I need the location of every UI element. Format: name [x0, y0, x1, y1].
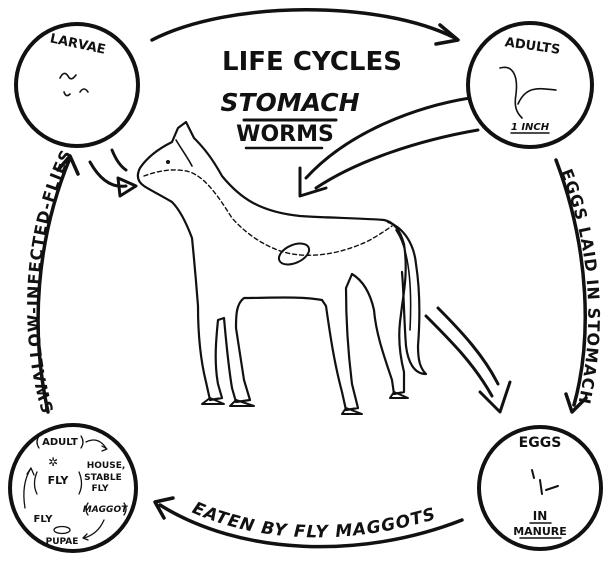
fly-cycle-lower-fly-label: FLY	[34, 514, 54, 525]
pupa-icon	[54, 527, 70, 534]
left-arc-label-text: SWALLOW-INFECTED-FLIES	[24, 146, 76, 415]
larvae-worm	[60, 73, 76, 78]
title-line-3: WORMS	[236, 122, 334, 147]
horse-outline	[138, 122, 406, 410]
horse-eye	[166, 160, 170, 164]
adult-worm	[500, 67, 522, 118]
larvae-label: LARVAE	[49, 31, 107, 57]
fly-cycle-species-label: FLY	[92, 484, 109, 494]
fly-cycle-maggot-label: MAGGOT	[83, 505, 128, 515]
adults-scale-label: 1 INCH	[511, 122, 550, 133]
adult-worm	[518, 89, 556, 104]
horse-tail	[388, 222, 426, 374]
fly-cycle-stable-label: STABLE	[84, 473, 122, 483]
fly-icon: ✲	[48, 455, 58, 469]
adults-label: ADULTS	[504, 35, 561, 58]
larvae-stage: LARVAE	[16, 24, 138, 146]
larvae-worm	[64, 92, 70, 96]
egg	[532, 470, 534, 478]
larvae-worm	[80, 89, 88, 92]
title-line-2: STOMACH	[220, 88, 359, 117]
eggs-note-line-2: MANURE	[513, 525, 567, 538]
diagram-title: LIFE CYCLES STOMACH WORMS	[220, 47, 401, 148]
eggs-note-line-1: IN	[533, 509, 548, 523]
title-line-1: LIFE CYCLES	[222, 47, 402, 77]
horse-neck-line	[176, 140, 192, 166]
eggs-label: EGGS	[519, 435, 562, 451]
top-cycle-arrow	[152, 10, 455, 40]
left-arc-label: SWALLOW-INFECTED-FLIES	[24, 146, 76, 415]
eggs-stage: EGGS IN MANURE	[479, 427, 601, 549]
fly-cycle-center-label: FLY	[48, 474, 70, 487]
fly-cycle-stage: ADULT ✲ FLY HOUSE, STABLE FLY MAGGOT FLY…	[10, 425, 136, 551]
fly-cycle-house-label: HOUSE,	[87, 461, 126, 471]
horse-illustration	[138, 122, 426, 414]
fly-cycle-adult-label: ADULT	[42, 437, 78, 448]
egg	[540, 480, 542, 494]
adults-stage: ADULTS 1 INCH	[468, 23, 592, 147]
fly-cycle-pupae-label: PUPAE	[46, 537, 79, 547]
egg	[546, 486, 558, 490]
